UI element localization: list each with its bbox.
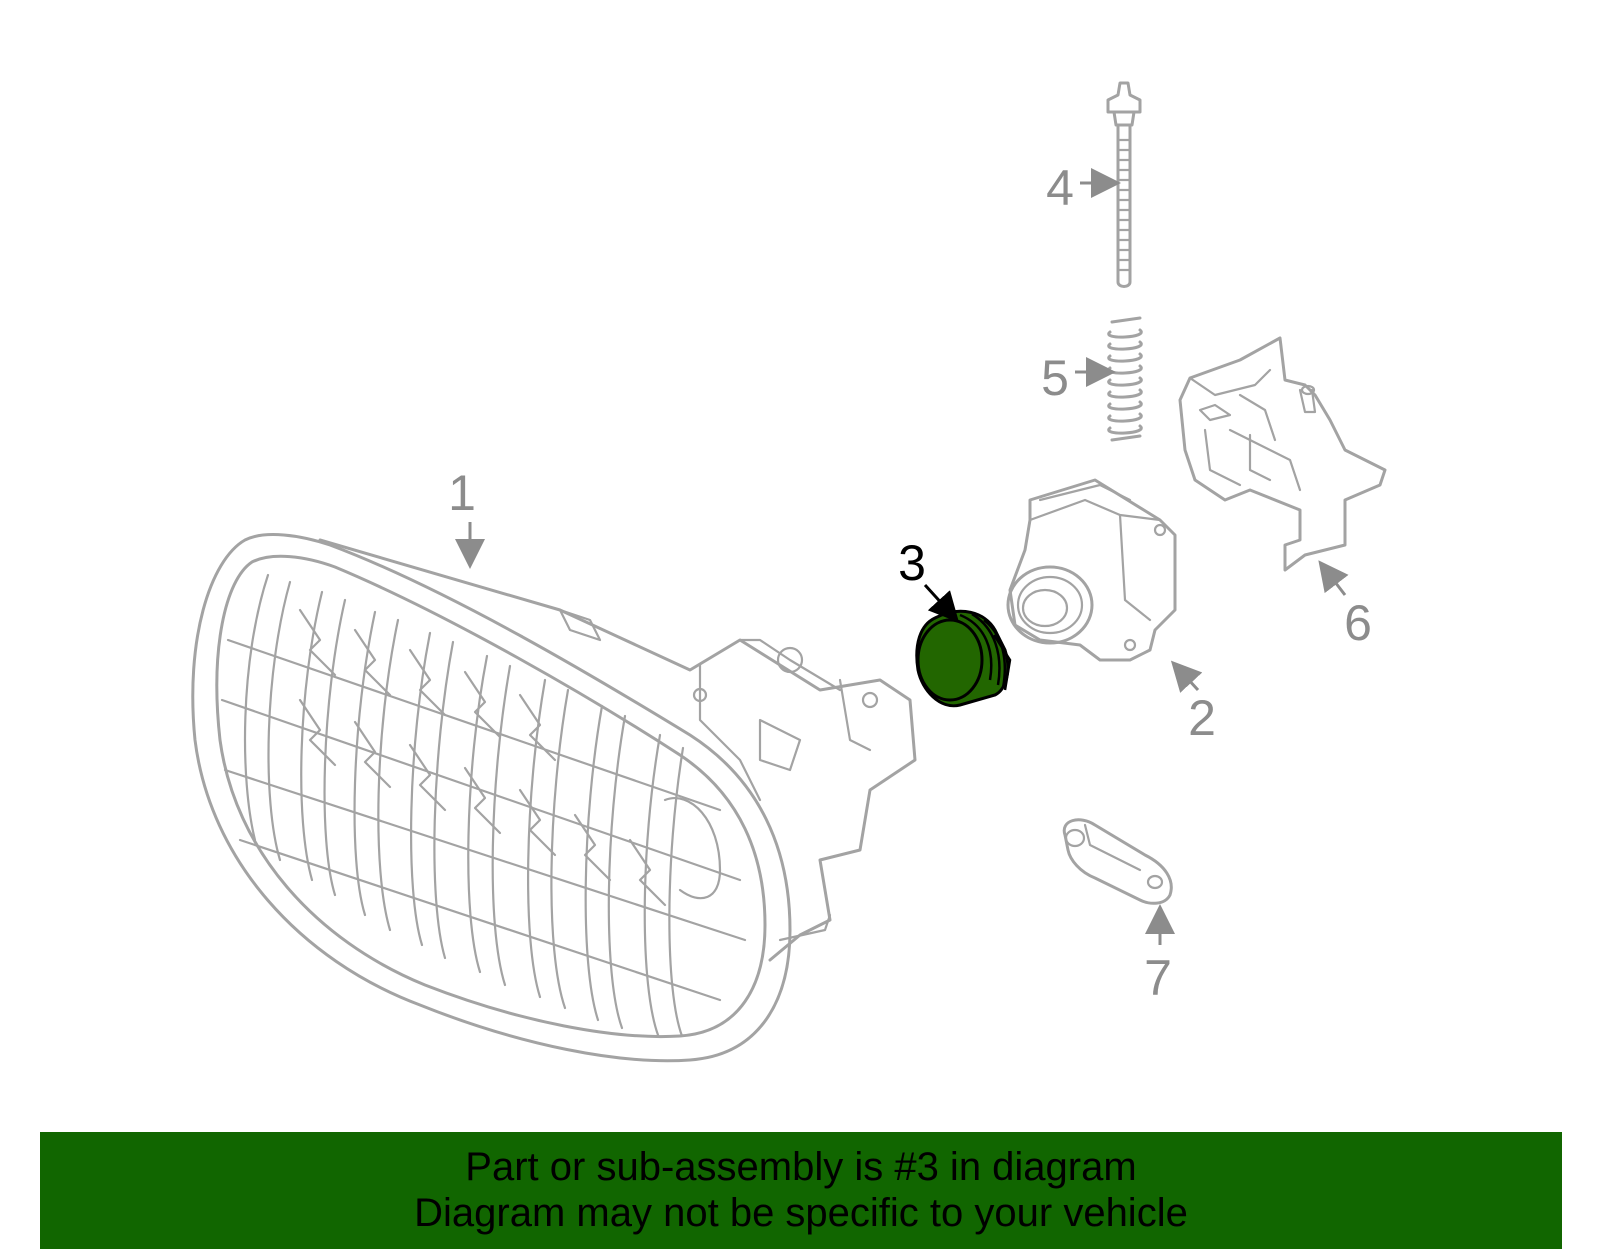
callout-5: 5 xyxy=(1041,350,1116,406)
banner-line-disclaimer: Diagram may not be specific to your vehi… xyxy=(414,1191,1188,1235)
callout-number-6: 6 xyxy=(1344,595,1372,651)
banner-line-part: Part or sub-assembly is #3 in diagram xyxy=(465,1145,1137,1189)
info-banner: Part or sub-assembly is #3 in diagram Di… xyxy=(40,1132,1562,1249)
callout-4: 4 xyxy=(1046,160,1121,216)
callout-3: 3 xyxy=(898,535,960,623)
callout-number-1: 1 xyxy=(448,465,476,521)
grille-part-1[interactable] xyxy=(191,533,917,1063)
bolt-part-4[interactable] xyxy=(1106,81,1142,288)
bracket-part-6[interactable] xyxy=(1178,336,1387,572)
mount-part-7[interactable] xyxy=(1062,818,1173,905)
callout-number-2: 2 xyxy=(1188,690,1216,746)
callout-number-5: 5 xyxy=(1041,350,1069,406)
callout-6: 6 xyxy=(1318,560,1372,651)
callout-number-3: 3 xyxy=(898,535,926,591)
spring-part-5[interactable] xyxy=(1107,316,1143,442)
callout-7: 7 xyxy=(1144,904,1175,1006)
sensor-part-2[interactable] xyxy=(1006,478,1177,662)
parts-diagram: 1 2 3 4 5 6 7 xyxy=(191,81,1387,1063)
callout-number-4: 4 xyxy=(1046,160,1074,216)
callout-2: 2 xyxy=(1170,660,1216,746)
grommet-part-3[interactable] xyxy=(915,609,1012,708)
callout-1: 1 xyxy=(448,465,485,569)
callout-number-7: 7 xyxy=(1144,950,1172,1006)
